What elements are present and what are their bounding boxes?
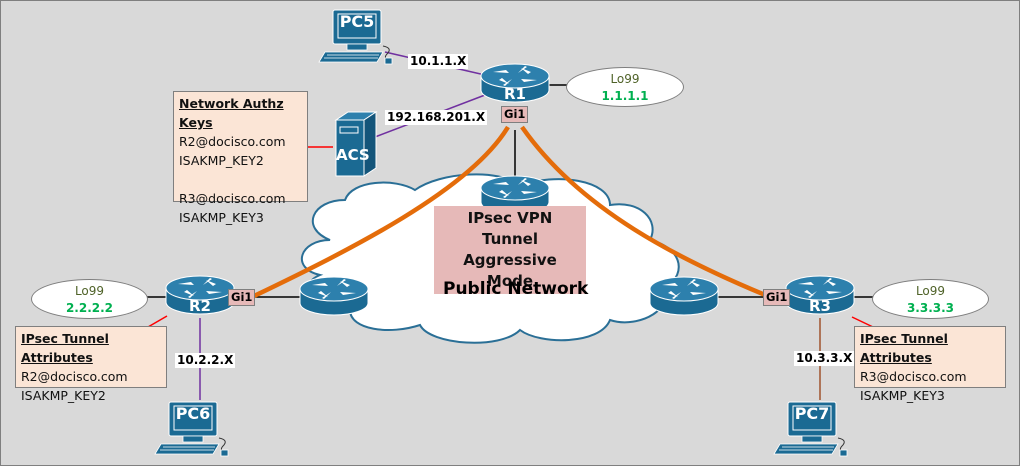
r1-loopback-address: 1.1.1.1 [601,89,649,103]
pc7-subnet-label: 10.3.3.X [794,351,855,366]
pc7-label: PC7 [794,404,830,423]
authz-note-line: ISAKMP_KEY2 [179,153,264,168]
pc5-subnet-label: 10.1.1.X [408,54,469,69]
isp-router-right-icon [649,276,719,316]
link-r3-note [851,316,874,328]
vpn-tunnel-r1-r3 [520,125,771,300]
r3-loopback-address: 3.3.3.3 [906,301,955,315]
pc5-label: PC5 [339,12,375,31]
authz-note-line: R3@docisco.com [179,191,286,206]
authz-note-line: ISAKMP_KEY3 [179,210,264,225]
r2-note-line: R2@docisco.com [21,369,128,384]
r1-interface-tag: Gi1 [501,106,529,123]
router-r2-label: R2 [189,297,211,315]
network-authz-keys-note: Network Authz Keys R2@docisco.com ISAKMP… [173,91,308,225]
acs-server-icon[interactable] [334,111,378,177]
r2-loopback-address: 2.2.2.2 [65,301,114,315]
r1-loopback-name: Lo99 [610,72,640,86]
r3-note-line: R3@docisco.com [860,369,967,384]
vpn-tunnel-label-line2: Aggressive Mode [463,251,557,290]
r3-interface-tag: Gi1 [763,289,791,306]
authz-note-spacer [179,170,302,189]
authz-note-header: Network Authz Keys [179,96,284,130]
authz-note-line: R2@docisco.com [179,134,286,149]
r3-loopback-bubble: Lo99 3.3.3.3 [872,279,989,319]
vpn-tunnel-label: IPsec VPN Tunnel Aggressive Mode [434,206,586,294]
isp-router-left-icon [299,276,369,316]
r1-loopback-bubble: Lo99 1.1.1.1 [566,67,684,107]
r3-loopback-name: Lo99 [915,284,946,298]
link-r2-note [147,315,168,328]
public-network-label: Public Network [443,279,589,299]
pc6-label: PC6 [175,404,211,423]
vpn-tunnel-r1-r2 [251,125,510,300]
r3-note-header: IPsec Tunnel Attributes [860,331,948,365]
r3-tunnel-attributes-note: IPsec Tunnel Attributes R3@docisco.com I… [854,326,1006,403]
router-r3-label: R3 [809,297,831,315]
r2-loopback-bubble: Lo99 2.2.2.2 [31,279,148,319]
r2-tunnel-attributes-note: IPsec Tunnel Attributes R2@docisco.com I… [15,326,167,403]
acs-label: ACS [336,146,370,164]
r2-note-line: ISAKMP_KEY2 [21,388,106,403]
router-r1-label: R1 [504,85,526,103]
vpn-tunnel-label-line1: IPsec VPN Tunnel [467,209,553,248]
r3-note-line: ISAKMP_KEY3 [860,388,945,403]
acs-subnet-label: 192.168.201.X [385,110,488,125]
pc6-subnet-label: 10.2.2.X [175,353,236,368]
r2-interface-tag: Gi1 [228,289,256,306]
r2-loopback-name: Lo99 [74,284,105,298]
r2-note-header: IPsec Tunnel Attributes [21,331,109,365]
